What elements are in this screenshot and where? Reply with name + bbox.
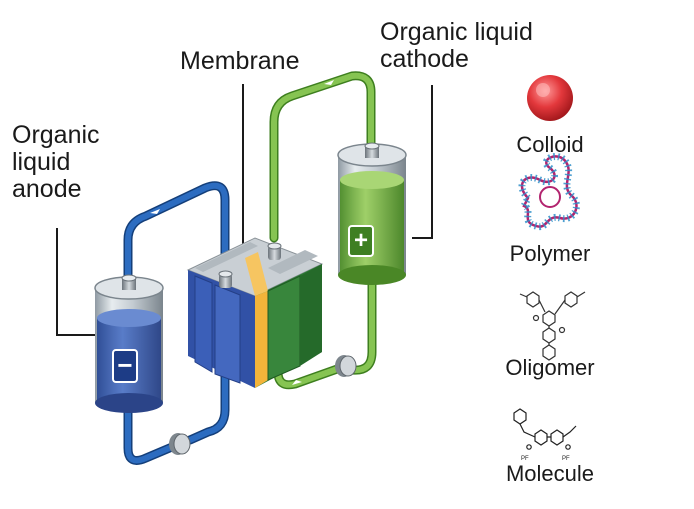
cathode-label-line-1: Organic liquid <box>380 18 533 46</box>
molecule-structure-icon: PF PF <box>513 408 577 462</box>
anode-label-line-2: liquid <box>12 148 71 176</box>
anode-tank <box>94 274 164 413</box>
anode-pipe <box>123 181 230 465</box>
anode-minus-sign: − <box>117 350 133 380</box>
legend-label-colloid: Colloid <box>516 132 584 157</box>
anode-leader-line <box>56 228 98 336</box>
cathode-tank <box>337 142 407 285</box>
polymer-chain-icon <box>518 153 580 231</box>
cathode-pump-icon <box>335 355 357 377</box>
cathode-pipe <box>269 71 377 390</box>
colloid-sphere-icon <box>527 75 573 121</box>
anode-pump-icon <box>169 433 191 455</box>
svg-text:PF: PF <box>562 456 570 462</box>
cathode-plus-sign: + <box>353 227 368 254</box>
legend-label-polymer: Polymer <box>509 241 591 266</box>
cathode-label-line-2: cathode <box>380 45 469 73</box>
legend-label-molecule: Molecule <box>505 461 595 486</box>
leader-lines <box>56 84 433 336</box>
flow-arrows <box>150 80 334 426</box>
cell-stack <box>186 237 324 388</box>
flow-arrow-icon <box>292 380 302 385</box>
flow-arrow-icon <box>150 209 160 214</box>
anode-label: Organic liquid anode <box>12 122 100 203</box>
cathode-label: Organic liquid cathode <box>380 19 533 73</box>
svg-text:PF: PF <box>521 456 529 462</box>
membrane-label: Membrane <box>180 47 300 75</box>
legend-label-oligomer: Oligomer <box>505 355 595 380</box>
oligomer-structure-icon <box>519 291 586 361</box>
anode-label-line-3: anode <box>12 175 82 203</box>
flow-arrow-icon <box>209 417 214 426</box>
anode-label-line-1: Organic <box>12 121 100 149</box>
cathode-leader-line <box>412 85 433 239</box>
flow-arrow-icon <box>324 80 334 85</box>
